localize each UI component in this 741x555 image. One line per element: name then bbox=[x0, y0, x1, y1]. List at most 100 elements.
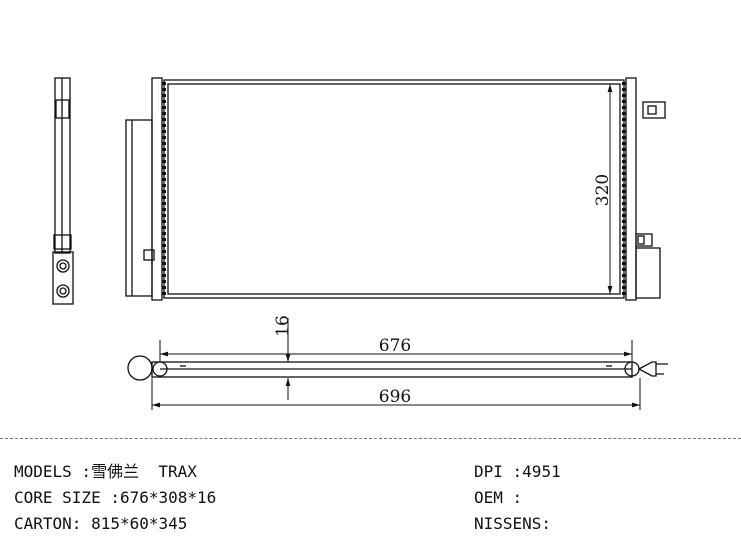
top-view bbox=[127, 355, 668, 381]
tank-tooth bbox=[162, 262, 166, 265]
tank-tooth bbox=[622, 94, 626, 97]
tank-tooth bbox=[622, 286, 626, 289]
tank-tooth bbox=[162, 154, 166, 157]
tank-tooth bbox=[622, 142, 626, 145]
tank-tooth bbox=[622, 274, 626, 277]
overall-length-dimension bbox=[151, 378, 641, 410]
tank-tooth bbox=[622, 208, 626, 211]
tank-tooth bbox=[162, 256, 166, 259]
core-size-line: CORE SIZE :676*308*16 bbox=[14, 488, 216, 508]
tank-tooth bbox=[162, 124, 166, 127]
tank-tooth bbox=[162, 190, 166, 193]
tank-tooth bbox=[162, 184, 166, 187]
tank-tooth bbox=[622, 160, 626, 163]
core-size-label: CORE SIZE : bbox=[14, 488, 120, 507]
tank-tooth bbox=[622, 136, 626, 139]
tank-tooth bbox=[622, 262, 626, 265]
models-label: MODELS : bbox=[14, 462, 92, 481]
front-view bbox=[125, 77, 666, 301]
tank-tooth bbox=[622, 214, 626, 217]
tank-tooth bbox=[162, 250, 166, 253]
tank-tooth bbox=[622, 106, 626, 109]
tank-tooth bbox=[622, 190, 626, 193]
tank-tooth bbox=[622, 118, 626, 121]
tank-tooth bbox=[162, 106, 166, 109]
tank-tooth bbox=[622, 268, 626, 271]
tank-tooth bbox=[622, 154, 626, 157]
tank-tooth bbox=[622, 148, 626, 151]
condenser-technical-drawing: 320 16 676 696 bbox=[52, 77, 668, 410]
tank-tooth bbox=[622, 88, 626, 91]
nissens-label: NISSENS: bbox=[474, 514, 552, 533]
tank-tooth bbox=[162, 148, 166, 151]
tank-tooth bbox=[162, 208, 166, 211]
core-length-dimension bbox=[159, 340, 633, 362]
tank-tooth bbox=[162, 112, 166, 115]
tank-tooth bbox=[162, 88, 166, 91]
models-value: 雪佛兰 TRAX bbox=[91, 462, 197, 481]
tank-tooth bbox=[162, 244, 166, 247]
tank-tooth bbox=[622, 100, 626, 103]
overall-length-dim-label: 696 bbox=[379, 387, 411, 407]
tank-tooth bbox=[162, 82, 166, 85]
tank-tooth bbox=[162, 292, 166, 295]
thickness-dim-label: 16 bbox=[273, 315, 293, 337]
tank-tooth bbox=[162, 94, 166, 97]
tank-tooth bbox=[162, 238, 166, 241]
tank-tooth bbox=[622, 130, 626, 133]
oem-label: OEM : bbox=[474, 488, 523, 507]
oem-line: OEM : bbox=[474, 488, 522, 508]
tank-tooth bbox=[162, 280, 166, 283]
tank-tooth bbox=[162, 130, 166, 133]
tank-tooth bbox=[622, 220, 626, 223]
core-size-value: 676*308*16 bbox=[119, 488, 217, 507]
tank-tooth bbox=[162, 268, 166, 271]
tank-tooth bbox=[622, 124, 626, 127]
tank-tooth bbox=[162, 142, 166, 145]
tank-tooth bbox=[622, 82, 626, 85]
carton-value: 815*60*345 bbox=[81, 514, 188, 533]
tank-tooth bbox=[162, 136, 166, 139]
tank-tooth bbox=[622, 250, 626, 253]
tank-tooth bbox=[162, 220, 166, 223]
core-length-dim-label: 676 bbox=[379, 336, 411, 356]
height-dim-label: 320 bbox=[593, 174, 613, 206]
tank-tooth bbox=[622, 166, 626, 169]
dpi-value: 4951 bbox=[522, 462, 561, 481]
tank-tooth bbox=[162, 286, 166, 289]
tank-tooth bbox=[162, 160, 166, 163]
dpi-line: DPI :4951 bbox=[474, 462, 561, 482]
tank-tooth bbox=[162, 214, 166, 217]
tank-tooth bbox=[622, 292, 626, 295]
tank-tooth bbox=[162, 274, 166, 277]
tank-tooth bbox=[162, 226, 166, 229]
tank-tooth bbox=[622, 202, 626, 205]
tank-tooth bbox=[622, 238, 626, 241]
right-tank-teeth bbox=[622, 82, 626, 295]
tank-tooth bbox=[162, 202, 166, 205]
carton-line: CARTON: 815*60*345 bbox=[14, 514, 187, 534]
tank-tooth bbox=[622, 196, 626, 199]
carton-label: CARTON: bbox=[14, 514, 82, 533]
left-tank-teeth bbox=[162, 82, 166, 295]
tank-tooth bbox=[622, 184, 626, 187]
tank-tooth bbox=[162, 100, 166, 103]
dpi-label: DPI : bbox=[474, 462, 523, 481]
tank-tooth bbox=[622, 112, 626, 115]
tank-tooth bbox=[622, 244, 626, 247]
tank-tooth bbox=[162, 172, 166, 175]
tank-tooth bbox=[622, 256, 626, 259]
tank-tooth bbox=[622, 232, 626, 235]
tank-tooth bbox=[622, 226, 626, 229]
tank-tooth bbox=[162, 178, 166, 181]
tank-tooth bbox=[162, 232, 166, 235]
models-line: MODELS :雪佛兰 TRAX bbox=[14, 462, 197, 482]
tank-tooth bbox=[622, 172, 626, 175]
tank-tooth bbox=[162, 166, 166, 169]
tank-tooth bbox=[162, 196, 166, 199]
nissens-line: NISSENS: bbox=[474, 514, 551, 534]
tank-tooth bbox=[622, 280, 626, 283]
tank-tooth bbox=[622, 178, 626, 181]
tank-tooth bbox=[162, 118, 166, 121]
side-view bbox=[52, 77, 74, 305]
